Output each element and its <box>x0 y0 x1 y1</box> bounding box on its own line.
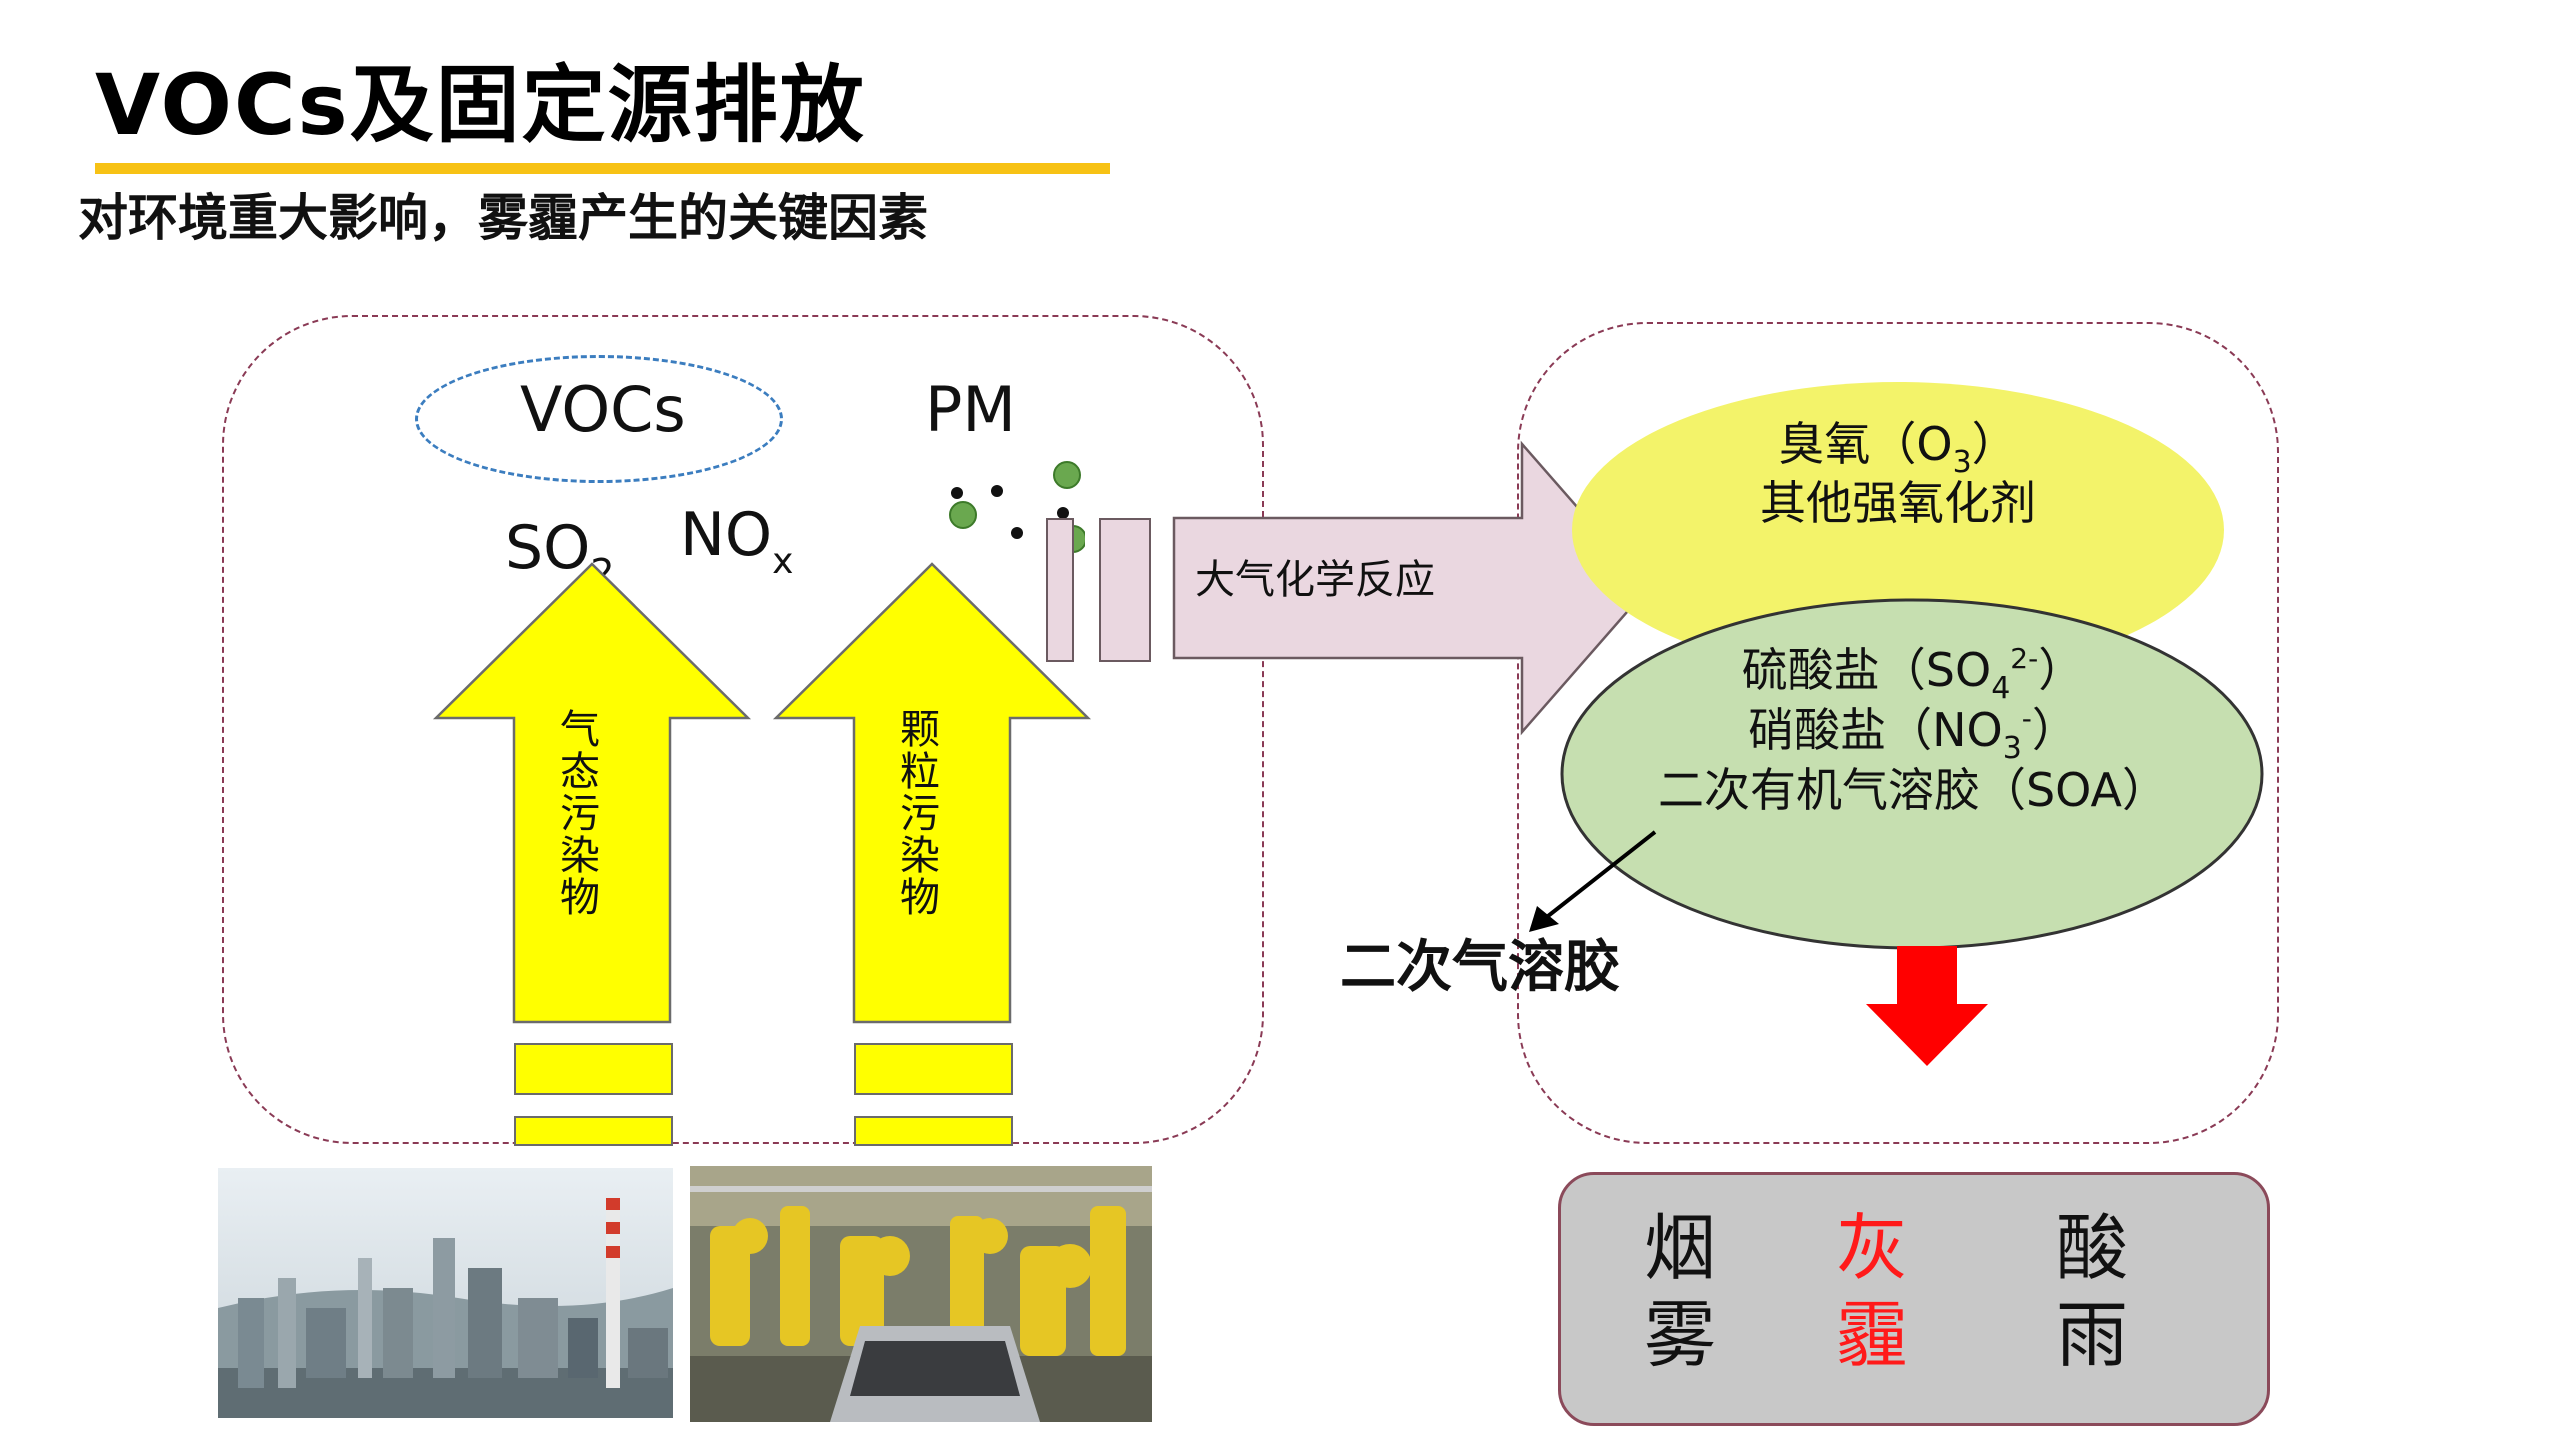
reaction-arrow-tail-segment <box>1099 518 1151 662</box>
red-down-arrow <box>1866 946 1988 1066</box>
title-underline <box>95 163 1110 174</box>
sulfate-superscript: 2- <box>2010 642 2039 675</box>
particle-arrow-tail-segment <box>854 1116 1013 1146</box>
page-subtitle: 对环境重大影响，雾霾产生的关键因素 <box>78 189 928 247</box>
nitrate-close: ） <box>2031 703 2078 757</box>
nox-subscript: x <box>772 541 794 582</box>
nitrate-label: 硝酸盐（NO3-） <box>1558 700 2268 767</box>
vocs-highlight-oval <box>415 355 783 483</box>
particle-dot <box>951 487 963 499</box>
gas-pollutant-arrow <box>432 562 752 1024</box>
oxidants-ellipse <box>1572 382 2224 678</box>
vocs-label: VOCs <box>520 373 686 446</box>
nitrate-subscript: 3 <box>2002 731 2022 766</box>
gas-arrow-tail-segment <box>514 1043 673 1095</box>
outcome-smog-bottom: 雾 <box>1643 1293 1716 1377</box>
particle-arrow-tail-segment <box>854 1043 1013 1095</box>
particle-dot <box>949 501 977 529</box>
other-oxidants-label: 其他强氧化剂 <box>1760 476 2036 530</box>
nitrate-superscript: - <box>2021 702 2032 735</box>
so2-text: SO <box>505 513 591 583</box>
nox-label: NOx <box>680 495 793 584</box>
nox-text: NO <box>680 500 773 570</box>
sulfate-close: ） <box>2038 643 2085 697</box>
particle-pollutant-arrow <box>772 562 1092 1024</box>
outcome-haze-top: 灰 <box>1835 1206 1908 1290</box>
gas-pollutant-label: 气态污染物 <box>553 708 599 918</box>
sulfate-text: 硫酸盐（SO <box>1741 643 1992 697</box>
particle-dot <box>991 485 1003 497</box>
nitrate-text: 硝酸盐（NO <box>1748 703 2003 757</box>
atmospheric-reaction-arrow <box>1172 440 1650 736</box>
ozone-text: 臭氧（O <box>1778 417 1953 471</box>
particle-dot <box>1011 527 1023 539</box>
outcome-haze-bottom: 霾 <box>1835 1293 1908 1377</box>
sulfate-subscript: 4 <box>1991 671 2011 706</box>
ozone-subscript: 3 <box>1952 445 1972 480</box>
outcome-acid-rain-top: 酸 <box>2055 1206 2128 1290</box>
outcome-acid-rain-bottom: 雨 <box>2055 1293 2128 1377</box>
page-title: VOCs及固定源排放 <box>95 56 866 154</box>
soa-label: 二次有机气溶胶（SOA） <box>1657 763 2169 817</box>
gas-arrow-tail-segment <box>514 1116 673 1146</box>
pm-label: PM <box>925 373 1016 446</box>
outcome-smog-top: 烟 <box>1643 1206 1716 1290</box>
reaction-arrow-tail-segment <box>1046 518 1074 662</box>
petrochemical-plant-photo <box>218 1168 673 1418</box>
particle-pollutant-label: 颗粒污染物 <box>893 708 939 918</box>
outcomes-box <box>1558 1172 2270 1426</box>
pointer-arrow <box>1529 830 1657 932</box>
particle-dot <box>1057 507 1069 519</box>
reaction-arrow-label: 大气化学反应 <box>1195 557 1435 603</box>
ozone-label: 臭氧（O3） <box>1568 413 2228 482</box>
secondary-aerosol-label: 二次气溶胶 <box>1340 935 1620 1000</box>
automotive-factory-photo <box>690 1166 1152 1422</box>
sulfate-label: 硫酸盐（SO42-） <box>1558 640 2268 707</box>
particle-dot <box>1053 461 1081 489</box>
ozone-close: ） <box>1971 417 2018 471</box>
